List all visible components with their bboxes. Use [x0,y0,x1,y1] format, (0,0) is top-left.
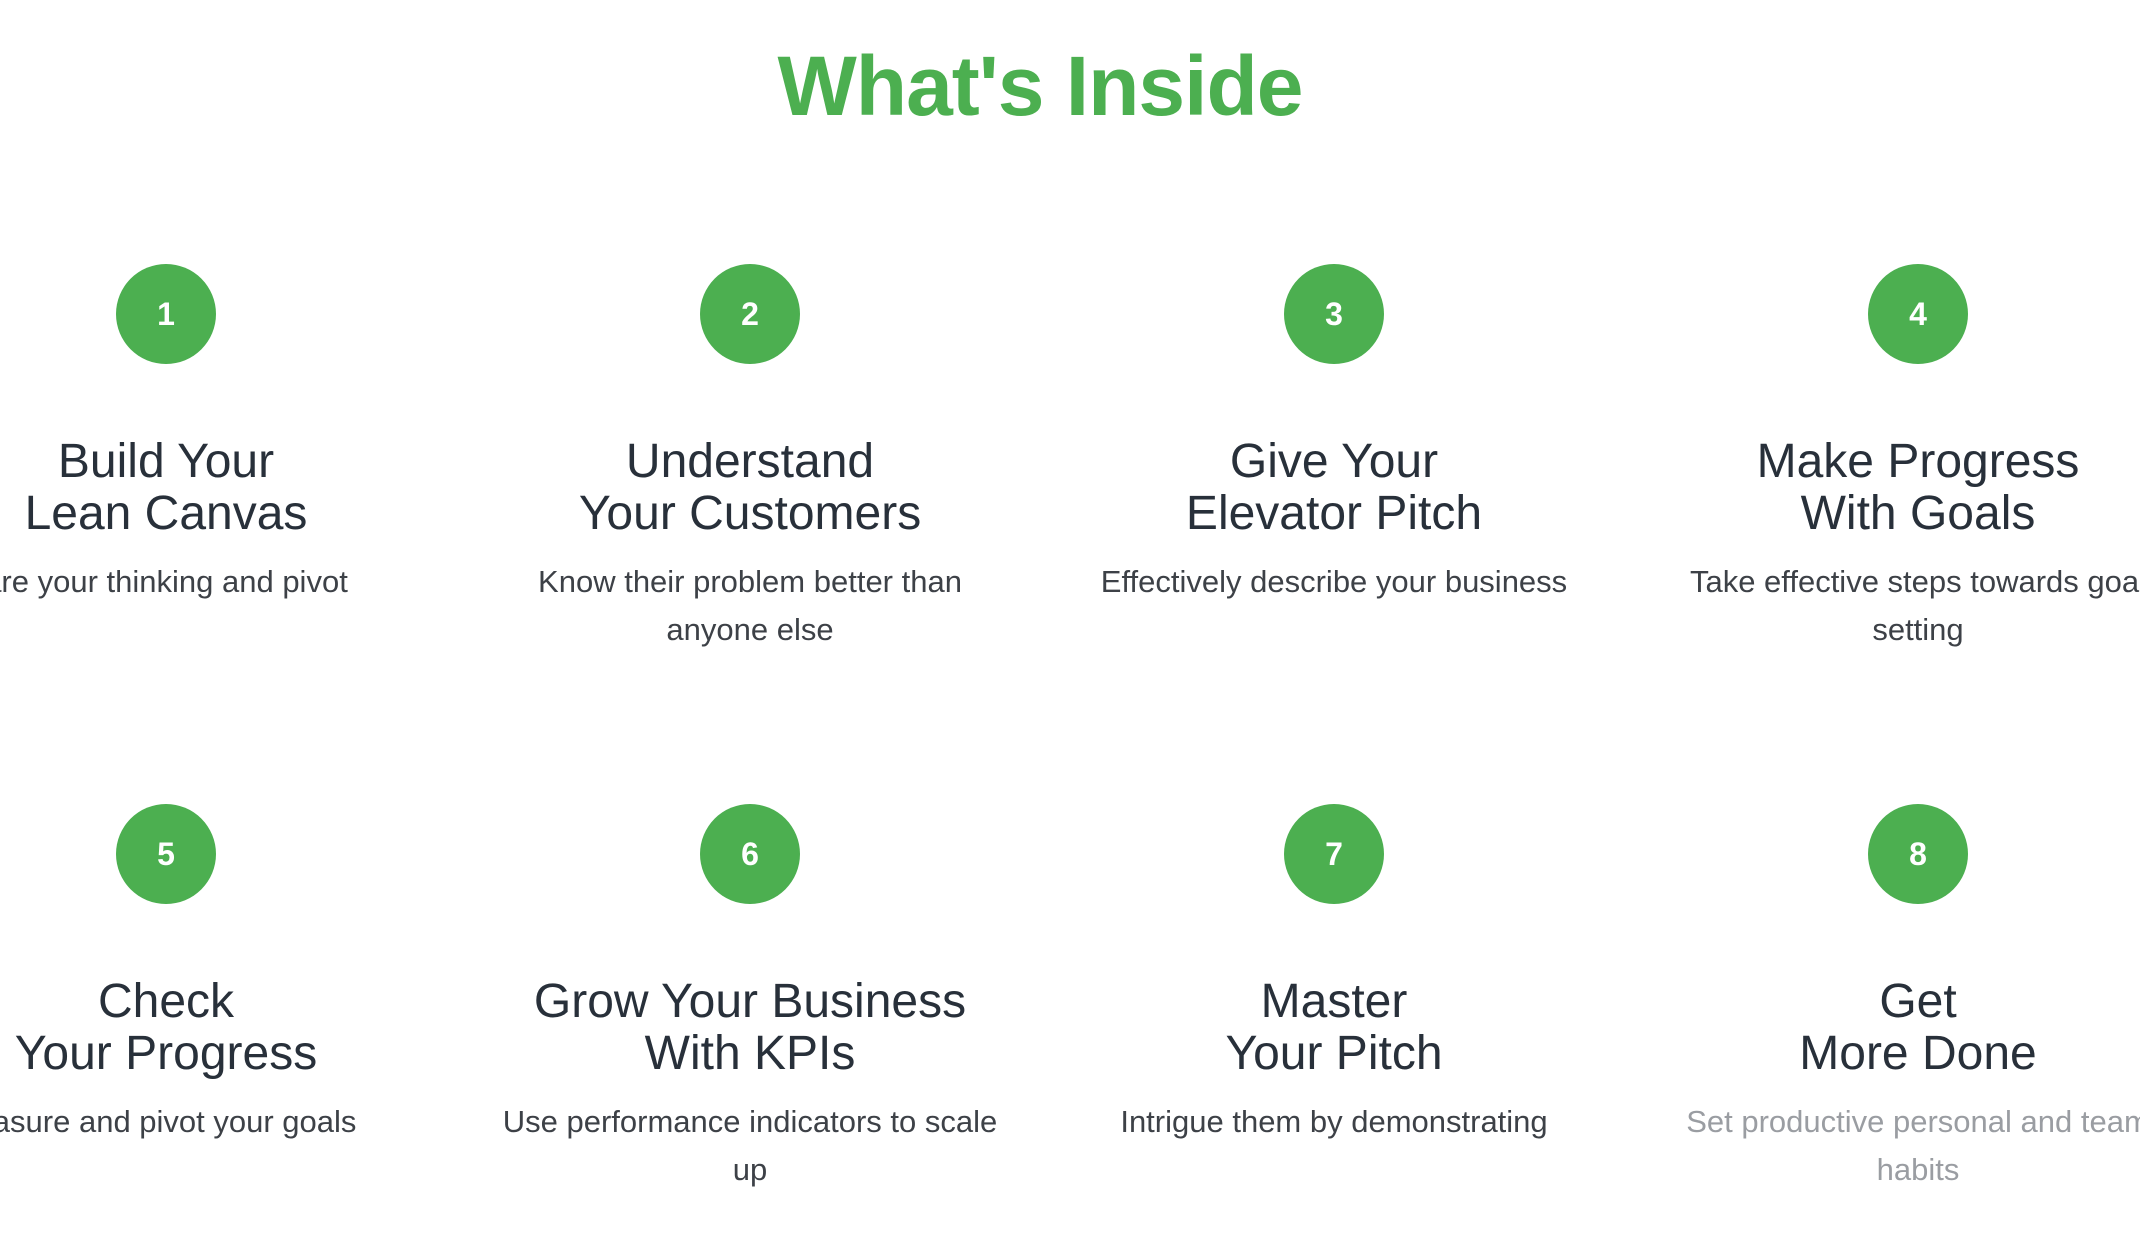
feature-title-line-2: Your Customers [578,487,922,540]
feature-description: Intrigue them by demonstrating [1120,1104,1548,1139]
feature-title: Understand Your Customers [470,436,1030,540]
feature-description: Use performance indicators to scale up [502,1104,998,1187]
feature-card-8: 8 Get More Done Set productive personal … [1638,804,2140,1194]
feature-card-7: 7 Master Your Pitch Intrigue them by dem… [1054,804,1614,1146]
feature-title-line-1: Give Your [1229,435,1439,488]
step-number-badge: 7 [1284,804,1384,904]
feature-title: Master Your Pitch [1054,976,1614,1080]
step-number-badge: 8 [1868,804,1968,904]
step-number-badge: 4 [1868,264,1968,364]
feature-title: Grow Your Business With KPIs [470,976,1030,1080]
feature-title-line-1: Make Progress [1756,435,2080,488]
feature-description: Take effective steps towards goal settin… [1689,564,2140,647]
step-number-badge: 5 [116,804,216,904]
feature-description: Effectively describe your business [1100,564,1568,599]
feature-card-3: 3 Give Your Elevator Pitch Effectively d… [1054,264,1614,606]
feature-title-line-1: Check [97,975,235,1028]
feature-description: easure and pivot your goals [0,1104,357,1139]
feature-description: Know their problem better than anyone el… [538,564,962,647]
feature-title-line-2: With KPIs [644,1027,856,1080]
feature-card-5: 5 Check Your Progress easure and pivot y… [0,804,446,1146]
feature-title-line-1: Grow Your Business [533,975,967,1028]
step-number-badge: 3 [1284,264,1384,364]
feature-title-line-2: Your Progress [14,1027,318,1080]
step-number-badge: 2 [700,264,800,364]
feature-title: Check Your Progress [0,976,446,1080]
feature-title: Give Your Elevator Pitch [1054,436,1614,540]
feature-title-line-2: Elevator Pitch [1185,487,1483,540]
feature-card-1: 1 Build Your Lean Canvas are your thinki… [0,264,446,606]
feature-description: Set productive personal and team habits [1686,1104,2140,1187]
feature-title-line-2: Lean Canvas [24,487,308,540]
feature-title: Build Your Lean Canvas [0,436,446,540]
feature-card-2: 2 Understand Your Customers Know their p… [470,264,1030,654]
feature-title-line-2: More Done [1799,1027,2037,1080]
feature-card-4: 4 Make Progress With Goals Take effectiv… [1638,264,2140,654]
feature-title-line-1: Understand [625,435,875,488]
feature-title-line-1: Master [1260,975,1408,1028]
feature-title: Get More Done [1638,976,2140,1080]
feature-description: are your thinking and pivot [0,564,348,599]
step-number-badge: 6 [700,804,800,904]
feature-title-line-1: Get [1879,975,1957,1028]
page-heading: What's Inside [777,39,1303,133]
feature-title-line-2: Your Pitch [1225,1027,1443,1080]
feature-title: Make Progress With Goals [1638,436,2140,540]
step-number-badge: 1 [116,264,216,364]
feature-title-line-1: Build Your [57,435,275,488]
feature-card-6: 6 Grow Your Business With KPIs Use perfo… [470,804,1030,1194]
feature-title-line-2: With Goals [1800,487,2036,540]
